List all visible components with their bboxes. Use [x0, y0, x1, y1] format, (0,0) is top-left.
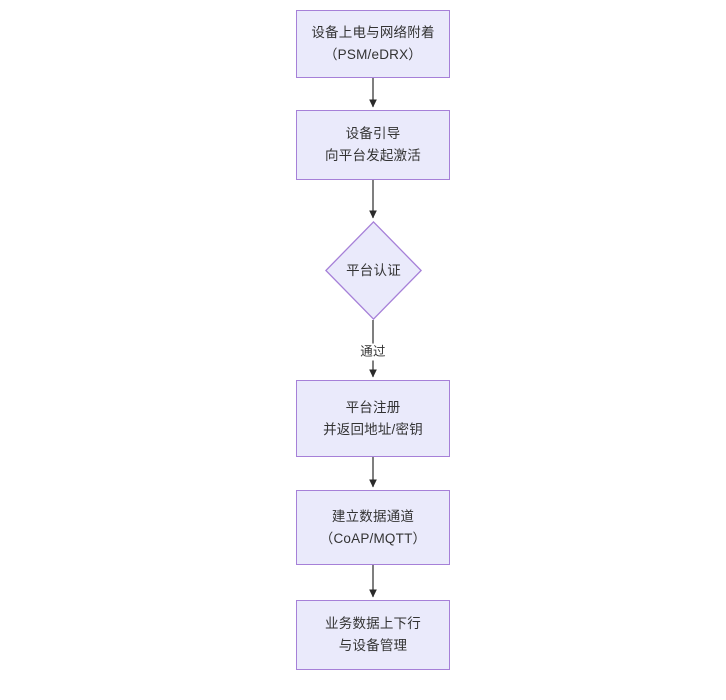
node-service-data-line-1: 业务数据上下行 [325, 616, 421, 632]
node-platform-register-line-1: 平台注册 [345, 399, 401, 415]
node-platform-auth-label: 平台认证 [346, 262, 401, 278]
node-bootstrap-line-1: 设备引导 [345, 126, 401, 142]
node-bootstrap[interactable]: 设备引导 向平台发起激活 [296, 110, 450, 180]
node-platform-register-line-2: 并返回地址/密钥 [323, 421, 423, 437]
node-platform-auth[interactable]: 平台认证 [325, 221, 422, 320]
edge-label-pass: 通过 [358, 343, 388, 361]
node-service-data[interactable]: 业务数据上下行 与设备管理 [296, 600, 450, 670]
diamond-shape-icon [325, 221, 422, 320]
node-data-channel[interactable]: 建立数据通道 （CoAP/MQTT） [296, 490, 450, 565]
node-data-channel-line-2: （CoAP/MQTT） [319, 530, 427, 546]
node-service-data-line-2: 与设备管理 [338, 638, 408, 653]
node-power-on-line-1: 设备上电与网络附着 [311, 25, 435, 41]
node-data-channel-line-1: 建立数据通道 [331, 508, 415, 524]
node-bootstrap-line-2: 向平台发起激活 [325, 148, 421, 163]
node-power-on[interactable]: 设备上电与网络附着 （PSM/eDRX） [296, 10, 450, 78]
node-platform-register[interactable]: 平台注册 并返回地址/密钥 [296, 380, 450, 457]
node-power-on-line-2: （PSM/eDRX） [323, 47, 423, 62]
